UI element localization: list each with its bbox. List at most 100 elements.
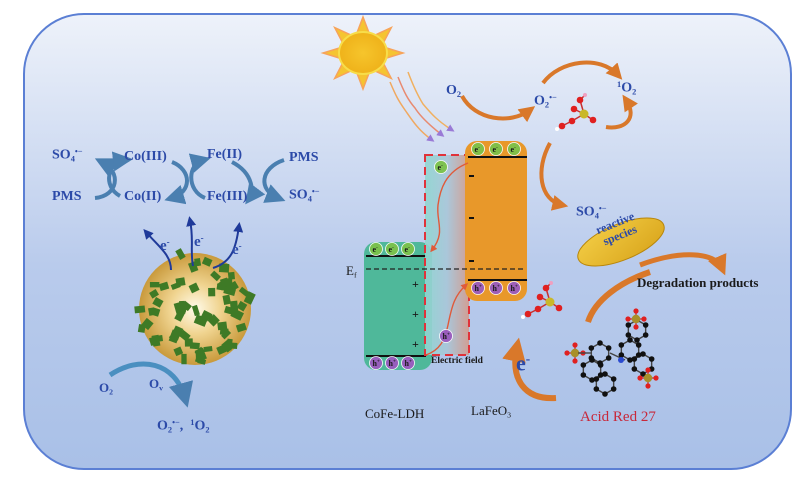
hole-cofe-ldh-vb: h+ [385, 356, 399, 370]
charge-carriers: e-e-e-h+h+h+e-e-e-h+h+h+e-h+ [369, 142, 521, 370]
ldh-nanosheet [168, 329, 181, 344]
degradation-products-label: Degradation products [637, 275, 759, 290]
fermi-level-label: Ef [346, 263, 357, 280]
particle-electron-label-3: e- [232, 241, 242, 258]
svg-text:e-: e- [475, 145, 481, 154]
hole-cofe-ldh-vb: h+ [401, 356, 415, 370]
cycle-arrow-pms-to-so4-right [262, 158, 286, 203]
ldh-nanosheet [210, 270, 221, 282]
ldh-nanosheet [175, 248, 186, 260]
electric-field-zone [424, 154, 470, 356]
superoxide-label: O2•− [534, 93, 557, 110]
ldh-nanosheet [178, 329, 191, 342]
ldh-nanosheet [226, 278, 233, 286]
left-products-label: O2•−, 1O2 [157, 418, 210, 435]
ldh-nanosheet [170, 281, 181, 291]
plus-sign-2: + [412, 307, 419, 321]
hole-lafeo3-vb: h+ [507, 281, 521, 295]
hole-transfer-arrow [425, 283, 469, 356]
ldh-nanosheet [151, 307, 161, 317]
ldh-nanosheet [188, 261, 199, 273]
ldh-nanosheet [191, 304, 200, 317]
oxygen-activation-arrow [108, 361, 194, 408]
o2-label-left: O2 [99, 380, 114, 397]
so4-radical-label-right: SO4•− [289, 187, 320, 204]
svg-text:h+: h+ [511, 284, 518, 293]
ldh-nanosheet [236, 300, 248, 312]
electric-field-label: Electric field [431, 356, 483, 366]
ldh-nanosheet [223, 286, 236, 297]
svg-text:h+: h+ [475, 284, 482, 293]
cofe-ldh-label: CoFe-LDH [365, 406, 425, 421]
ldh-nanosheet [227, 271, 236, 280]
electron-cofe-ldh-cb: e- [369, 242, 383, 256]
pms-label-left: PMS [52, 189, 82, 204]
electron-lafeo3-cb: e- [471, 142, 485, 156]
plus-sign-3: + [412, 337, 419, 351]
ldh-nanosheet [221, 339, 235, 353]
ldh-nanosheet [238, 286, 250, 297]
ldh-nanosheet [141, 317, 154, 331]
ldh-nanosheet [181, 353, 187, 365]
hole-cofe-ldh-vb: h+ [369, 356, 383, 370]
co2-label: Co(II) [124, 189, 162, 204]
cycle-arrow-fe3-to-fe2 [188, 153, 211, 200]
cycle-arrow-co2-to-co3 [107, 151, 133, 198]
ldh-nanosheet [173, 346, 184, 357]
electron-in-field: e- [434, 160, 448, 174]
oxygen-vacancy-label: Ov [149, 376, 164, 393]
reactive-species-badge [577, 217, 665, 267]
lafeo3-band [465, 141, 527, 301]
ldh-nanosheets [134, 248, 256, 365]
ldh-nanosheet [243, 291, 256, 305]
ldh-nanosheet [207, 314, 220, 327]
ldh-nanosheet [152, 296, 164, 308]
svg-text:h+: h+ [405, 359, 412, 368]
so4-radical-label-left: SO4•− [52, 147, 83, 164]
svg-text:h+: h+ [373, 359, 380, 368]
ldh-nanosheet [216, 283, 226, 291]
electron-lafeo3-cb: e- [489, 142, 503, 156]
electron-lafeo3-cb: e- [507, 142, 521, 156]
background-panel [23, 13, 792, 470]
fe3-label: Fe(III) [207, 189, 248, 204]
particle-electron-label-2: e- [194, 233, 204, 250]
ldh-nanosheet [235, 322, 247, 333]
svg-text:e-: e- [373, 245, 379, 254]
svg-text:e-: e- [389, 245, 395, 254]
fe2-label: Fe(II) [207, 147, 242, 162]
redox-cycle-arrows [94, 151, 286, 205]
oxygen-pathway-arrows [460, 60, 727, 402]
electron-label-cycle: e- [516, 350, 531, 376]
plus-sign-1: + [412, 277, 419, 291]
cofe-ldh-band [364, 242, 432, 370]
ldh-nanosheet [188, 282, 200, 294]
sun-icon [320, 14, 406, 92]
ldh-nanosheet [218, 263, 230, 273]
ldh-nanosheet [222, 294, 232, 305]
svg-text:e-: e- [511, 145, 517, 154]
electron-transfer-arrow [430, 162, 469, 253]
acid-red-27-molecule [564, 308, 659, 397]
svg-text:e-: e- [493, 145, 499, 154]
cofe-ldh-lafeo3-particle [134, 248, 256, 365]
cycle-arrow-fe3-to-co2-mid [230, 160, 266, 205]
electron-cofe-ldh-cb: e- [385, 242, 399, 256]
hole-in-field: h+ [439, 329, 453, 343]
cycle-arrow-co3-to-co2 [164, 160, 189, 205]
acid-red-27-label: Acid Red 27 [580, 409, 656, 425]
svg-text:e-: e- [405, 245, 411, 254]
pms-molecule-top [555, 93, 597, 131]
svg-text:e-: e- [438, 163, 444, 172]
electron-emission-arrows [143, 216, 244, 271]
ldh-nanosheet [208, 287, 216, 297]
particle-electron-label-1: e- [160, 237, 170, 254]
svg-text:h+: h+ [443, 332, 450, 341]
light-rays [389, 71, 455, 142]
lafeo3-label: LaFeO3 [471, 403, 512, 420]
ldh-nanosheet [149, 281, 160, 288]
singlet-oxygen-label: 1O2 [617, 80, 637, 97]
ldh-nanosheet [149, 289, 159, 299]
